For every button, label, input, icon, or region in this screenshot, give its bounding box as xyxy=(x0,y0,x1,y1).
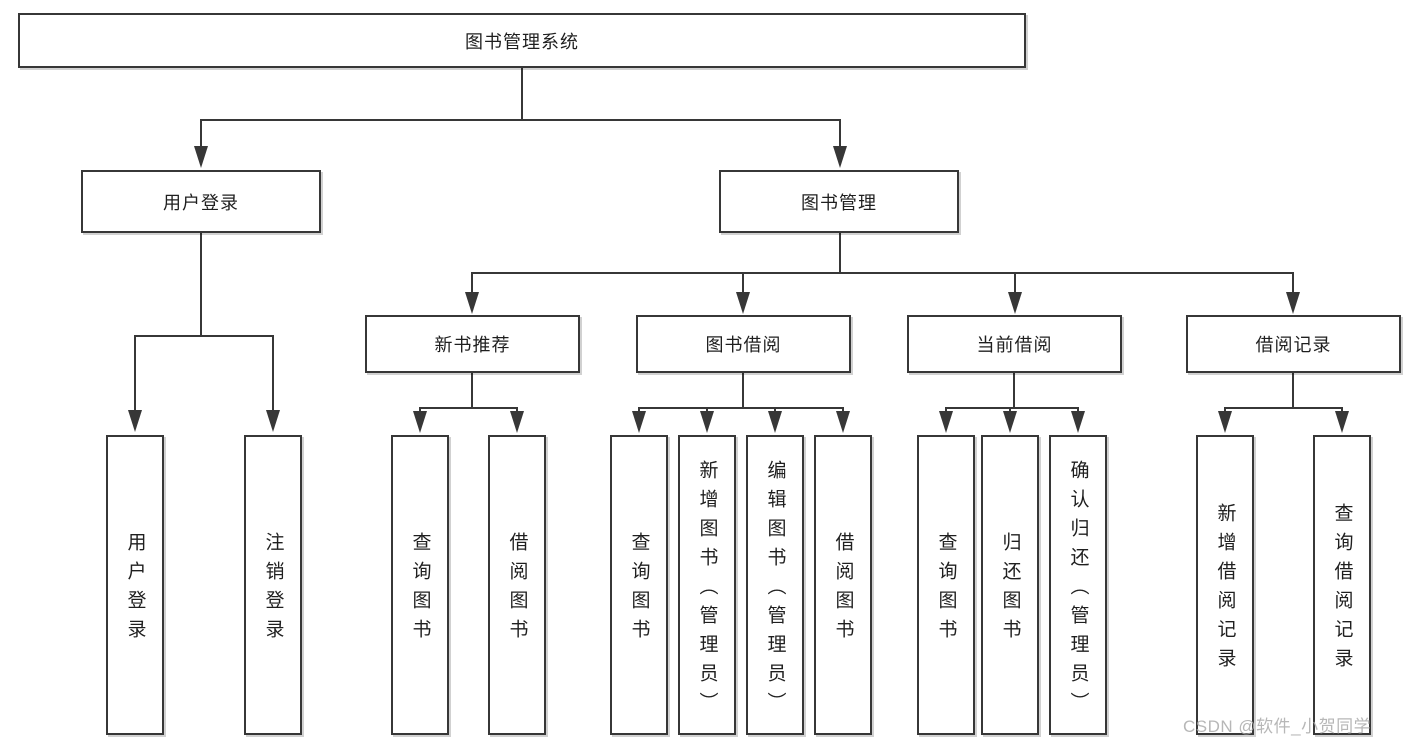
arrow-down-icon xyxy=(1218,411,1232,433)
leaf-label: 查询图书 xyxy=(409,532,431,648)
connector-line xyxy=(521,68,523,121)
watermark: CSDN @软件_小贺同学 xyxy=(1183,717,1372,736)
arrow-down-icon xyxy=(632,411,646,433)
connector-line xyxy=(839,233,841,274)
connector-line xyxy=(1224,407,1343,409)
connector-line xyxy=(945,407,1079,409)
connector-line xyxy=(471,272,1294,274)
leaf-query-books-borrowing: 查询图书 xyxy=(610,435,668,735)
leaf-return-books: 归还图书 xyxy=(981,435,1039,735)
node-user-login: 用户登录 xyxy=(81,170,321,233)
arrow-down-icon xyxy=(768,411,782,433)
node-new-book-recommend-label: 新书推荐 xyxy=(434,335,511,355)
arrow-down-icon xyxy=(1003,411,1017,433)
connector-line xyxy=(1014,272,1016,294)
leaf-query-borrow-record: 查询借阅记录 xyxy=(1313,435,1371,735)
node-root-label: 图书管理系统 xyxy=(465,31,579,52)
arrow-down-icon xyxy=(939,411,953,433)
arrow-down-icon xyxy=(1335,411,1349,433)
connector-line xyxy=(742,272,744,294)
connector-line xyxy=(471,373,473,409)
node-current-borrowing-label: 当前借阅 xyxy=(976,335,1053,355)
node-current-borrowing: 当前借阅 xyxy=(907,315,1122,373)
leaf-label: 借阅图书 xyxy=(832,532,854,648)
connector-line xyxy=(134,335,136,413)
node-new-book-recommend: 新书推荐 xyxy=(365,315,580,373)
arrow-down-icon xyxy=(833,146,847,168)
node-book-borrowing-label: 图书借阅 xyxy=(705,335,782,355)
arrow-down-icon xyxy=(266,410,280,432)
connector-line xyxy=(1292,272,1294,294)
node-borrowing-records: 借阅记录 xyxy=(1186,315,1401,373)
leaf-add-books-admin: 新增图书（管理员） xyxy=(678,435,736,735)
leaf-query-books-recommend: 查询图书 xyxy=(391,435,449,735)
arrow-down-icon xyxy=(510,411,524,433)
leaf-logout: 注销登录 xyxy=(244,435,302,735)
connector-line xyxy=(200,119,841,121)
leaf-label: 注销登录 xyxy=(262,532,284,648)
leaf-label: 查询图书 xyxy=(628,532,650,648)
connector-line xyxy=(1013,373,1015,409)
node-borrowing-records-label: 借阅记录 xyxy=(1255,335,1332,355)
node-user-login-label: 用户登录 xyxy=(163,192,239,213)
leaf-label: 确认归还（管理员） xyxy=(1067,459,1089,721)
arrow-down-icon xyxy=(1286,292,1300,314)
node-root: 图书管理系统 xyxy=(18,13,1026,68)
leaf-label: 查询图书 xyxy=(935,532,957,648)
leaf-edit-books-admin: 编辑图书（管理员） xyxy=(746,435,804,735)
connector-line xyxy=(471,272,473,294)
connector-line xyxy=(419,407,518,409)
leaf-label: 新增图书（管理员） xyxy=(696,459,718,721)
leaf-label: 查询借阅记录 xyxy=(1331,503,1353,677)
leaf-confirm-return-admin: 确认归还（管理员） xyxy=(1049,435,1107,735)
arrow-down-icon xyxy=(1071,411,1085,433)
leaf-label: 用户登录 xyxy=(124,532,146,648)
connector-line xyxy=(839,119,841,148)
leaf-query-books-current: 查询图书 xyxy=(917,435,975,735)
arrow-down-icon xyxy=(1008,292,1022,314)
arrow-down-icon xyxy=(836,411,850,433)
arrow-down-icon xyxy=(128,410,142,432)
connector-line xyxy=(134,335,274,337)
arrow-down-icon xyxy=(736,292,750,314)
arrow-down-icon xyxy=(465,292,479,314)
connector-line xyxy=(200,233,202,337)
node-book-borrowing: 图书借阅 xyxy=(636,315,851,373)
leaf-label: 新增借阅记录 xyxy=(1214,503,1236,677)
connector-line xyxy=(742,373,744,409)
leaf-label: 归还图书 xyxy=(999,532,1021,648)
leaf-borrow-books-recommend: 借阅图书 xyxy=(488,435,546,735)
leaf-add-borrow-record: 新增借阅记录 xyxy=(1196,435,1254,735)
connector-line xyxy=(200,119,202,148)
arrow-down-icon xyxy=(413,411,427,433)
arrow-down-icon xyxy=(194,146,208,168)
node-book-management-label: 图书管理 xyxy=(801,192,877,213)
connector-line xyxy=(1292,373,1294,409)
connector-line xyxy=(272,335,274,413)
node-book-management: 图书管理 xyxy=(719,170,959,233)
leaf-borrow-books: 借阅图书 xyxy=(814,435,872,735)
leaf-label: 编辑图书（管理员） xyxy=(764,459,786,721)
leaf-label: 借阅图书 xyxy=(506,532,528,648)
arrow-down-icon xyxy=(700,411,714,433)
leaf-user-login: 用户登录 xyxy=(106,435,164,735)
connector-line xyxy=(638,407,844,409)
